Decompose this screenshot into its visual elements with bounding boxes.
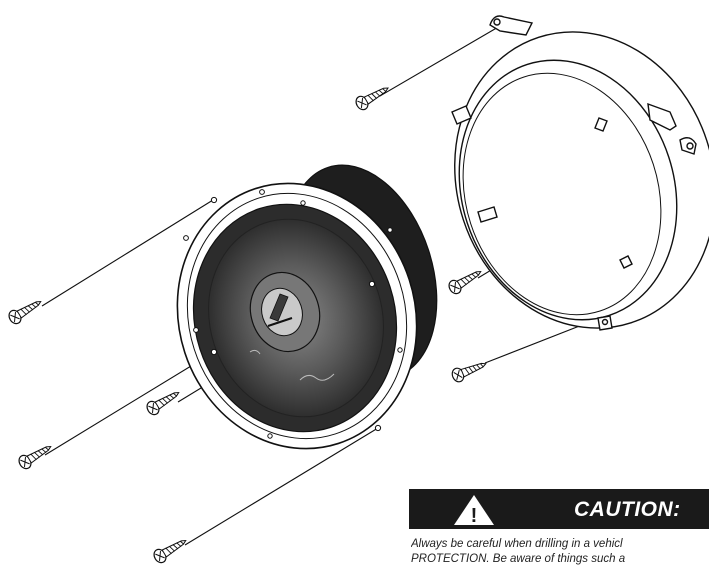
- screw-bracket-lower: [449, 356, 490, 385]
- screw-speaker-lower-left: [16, 439, 55, 472]
- speaker: [176, 164, 438, 450]
- mounting-bracket: [451, 15, 709, 331]
- screw-top-bracket: [353, 81, 393, 113]
- caution-line-2: PROTECTION. Be aware of things such a: [411, 553, 626, 565]
- warning-triangle-icon: !: [454, 495, 494, 527]
- screw-speaker-bottom: [151, 533, 190, 566]
- caution-banner: ! CAUTION:: [409, 489, 709, 529]
- caution-text: Always be careful when drilling in a veh…: [411, 537, 709, 571]
- screw-bracket-right: [446, 264, 485, 297]
- caution-title: CAUTION:: [574, 498, 681, 521]
- caution-line-1: Always be careful when drilling in a veh…: [411, 538, 623, 550]
- warning-glyph: !: [471, 505, 478, 527]
- screw-speaker-upper-left: [6, 294, 45, 327]
